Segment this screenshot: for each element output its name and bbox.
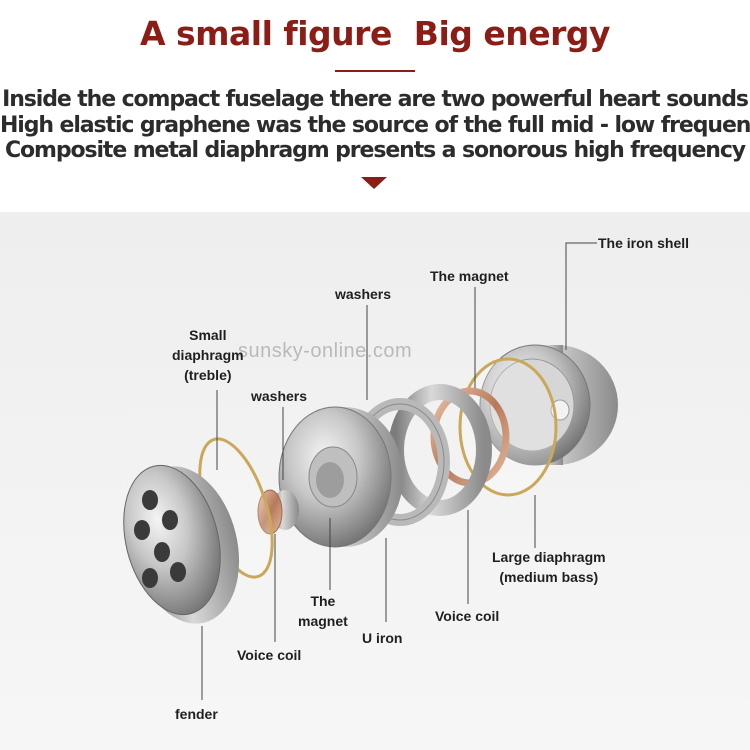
description-line-2: High elastic graphene was the source of … <box>0 113 750 138</box>
label-large-diaphragm: Large diaphragm (medium bass) <box>492 549 606 585</box>
header: A small figure Big energy Inside the com… <box>0 0 750 212</box>
description-line-3: Composite metal diaphragm presents a son… <box>4 138 746 163</box>
watermark: sunsky-online.com <box>238 340 413 362</box>
label-iron-shell: The iron shell <box>598 235 690 251</box>
label-small-diaphragm: Small diaphragm (treble) <box>172 327 244 383</box>
label-voice-coil-left: Voice coil <box>237 647 302 663</box>
leader-lines <box>201 242 597 700</box>
label-magnet-top: The magnet <box>430 268 509 284</box>
label-washers-left: washers <box>251 388 308 404</box>
label-voice-coil-right: Voice coil <box>435 608 500 624</box>
label-fender: fender <box>175 706 218 722</box>
label-magnet-bottom: The magnet <box>298 593 348 629</box>
fender <box>123 464 240 624</box>
description-line-1: Inside the compact fuselage there are tw… <box>2 87 749 112</box>
exploded-earphone-diagram <box>123 242 618 700</box>
down-arrow-icon <box>361 177 387 189</box>
label-u-iron: U iron <box>362 630 403 646</box>
u-iron <box>278 406 403 548</box>
page-title: A small figure Big energy <box>139 14 611 53</box>
label-washers-top: washers <box>335 286 392 302</box>
title-underline <box>335 70 415 72</box>
